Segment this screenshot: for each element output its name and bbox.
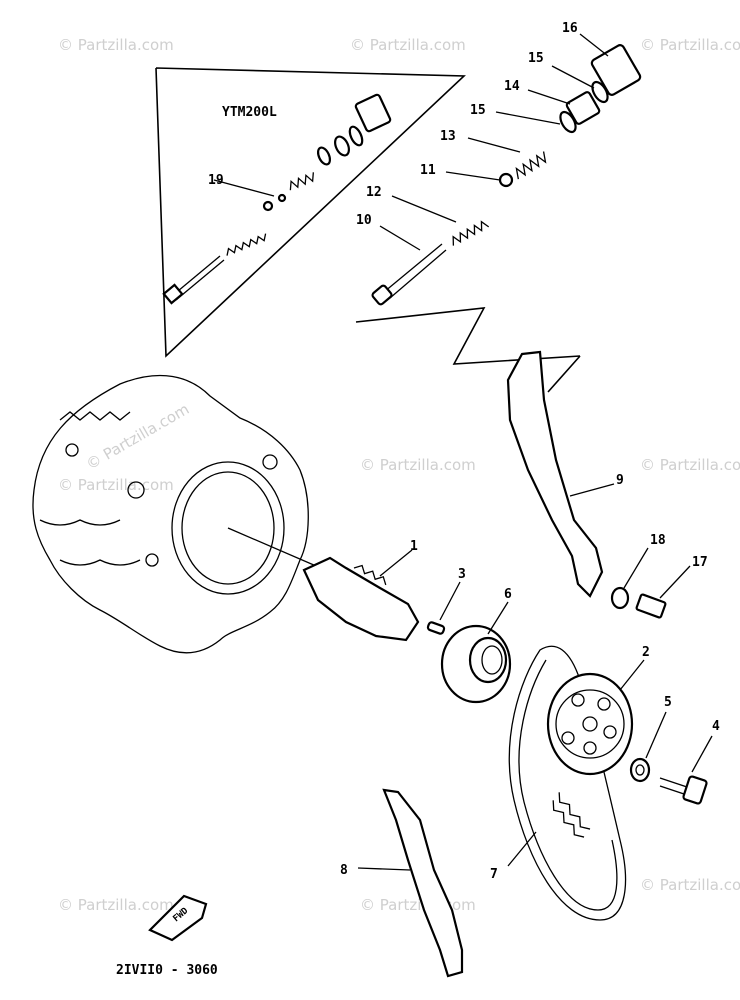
part-9-chain-guide: 9 [506,350,624,598]
inset-washer-19 [277,193,287,203]
inset-panel: YTM200L 19 [155,67,466,358]
part-12-spring [452,220,490,246]
inset-cap-nut [354,93,392,133]
part-16-cap [590,44,642,96]
callout-3: 3 [458,567,466,582]
part-1-camshaft: 1 [302,539,420,642]
callout-8: 8 [340,863,348,878]
leader-14 [527,89,571,105]
leader-1 [379,549,413,577]
callout-4: 4 [712,719,720,734]
watermark-text: © Partzilla.com [58,476,174,494]
inset-bolt-head [162,283,184,305]
part-18-washer: 18 [610,533,666,610]
part-13-spring [515,151,547,180]
callout-7: 7 [490,867,498,882]
leader-12 [391,195,457,223]
leader-16 [579,33,609,57]
leader-10 [379,225,421,251]
leader-5 [645,711,667,759]
part-11-ball [498,172,514,188]
part-17-bolt: 17 [635,555,708,619]
part-4-bolt: 4 [659,719,720,805]
callout-14: 14 [504,79,520,94]
watermark-text: © Partzilla.com [350,36,466,54]
callout-5: 5 [664,695,672,710]
callout-10: 10 [356,213,372,228]
inset-bolt [171,255,221,297]
leader-3 [439,581,461,621]
part-5-washer: 5 [629,695,672,783]
callout-11: 11 [420,163,436,178]
leader-15b [551,65,595,89]
part-8-chain-guide: 8 [340,788,464,978]
callout-15a: 15 [470,103,486,118]
leader-6 [487,601,509,635]
leader-18 [623,547,649,589]
watermark-text: © Partzilla.com [58,896,174,914]
inset-ball [262,200,274,212]
leader-8 [357,867,411,871]
inset-spring-large [289,172,314,191]
leader-11 [445,171,501,181]
cylinder-head [32,374,331,654]
callout-17: 17 [692,555,708,570]
callout-18: 18 [650,533,666,548]
part-14-nut [565,91,601,125]
inset-oring-2 [348,125,364,147]
callout-6: 6 [504,587,512,602]
callout-1: 1 [410,539,418,554]
drawing-code: 2IVII0 - 3060 [116,963,218,978]
watermark-text: © Partzilla.com [640,876,740,894]
leader-13 [467,137,521,153]
tensioner-assembly: 10 12 11 13 15 14 15 16 [356,21,642,306]
callout-15b: 15 [528,51,544,66]
part-7-chain-segment: 7 [490,792,591,882]
leader-9 [569,483,615,497]
leader-17 [659,565,691,599]
part-6-collar: 6 [440,587,512,704]
inset-border [155,67,466,358]
inset-label: YTM200L [222,105,277,120]
callout-19: 19 [208,173,224,188]
watermark-text-rotated: © Partzilla.com [83,400,192,473]
leader-7 [507,831,537,867]
watermark-text: © Partzilla.com [58,36,174,54]
head-bore [171,461,285,595]
watermark-text: © Partzilla.com [640,456,740,474]
part-3-pin: 3 [426,567,466,635]
leader-15a [495,111,561,125]
watermarks: © Partzilla.com © Partzilla.com © Partzi… [58,36,740,914]
inset-spring-small [226,233,267,256]
inset-oring [316,146,332,166]
part-2-sprocket: 2 [546,645,650,776]
leader-19 [213,179,275,197]
callout-16: 16 [562,21,578,36]
inset-washer [334,135,350,157]
watermark-text: © Partzilla.com [640,36,740,54]
head-outline [32,374,309,654]
part-10-head [371,284,393,306]
reference-line [355,307,581,365]
callout-9: 9 [616,473,624,488]
callout-13: 13 [440,129,456,144]
leader-2 [619,659,645,691]
watermark-text: © Partzilla.com [360,456,476,474]
part-10-rod [383,243,443,293]
watermark-text: © Partzilla.com [360,896,476,914]
fwd-arrow: FWD [148,894,208,942]
leader-4 [691,735,713,773]
callout-2: 2 [642,645,650,660]
callout-12: 12 [366,185,382,200]
